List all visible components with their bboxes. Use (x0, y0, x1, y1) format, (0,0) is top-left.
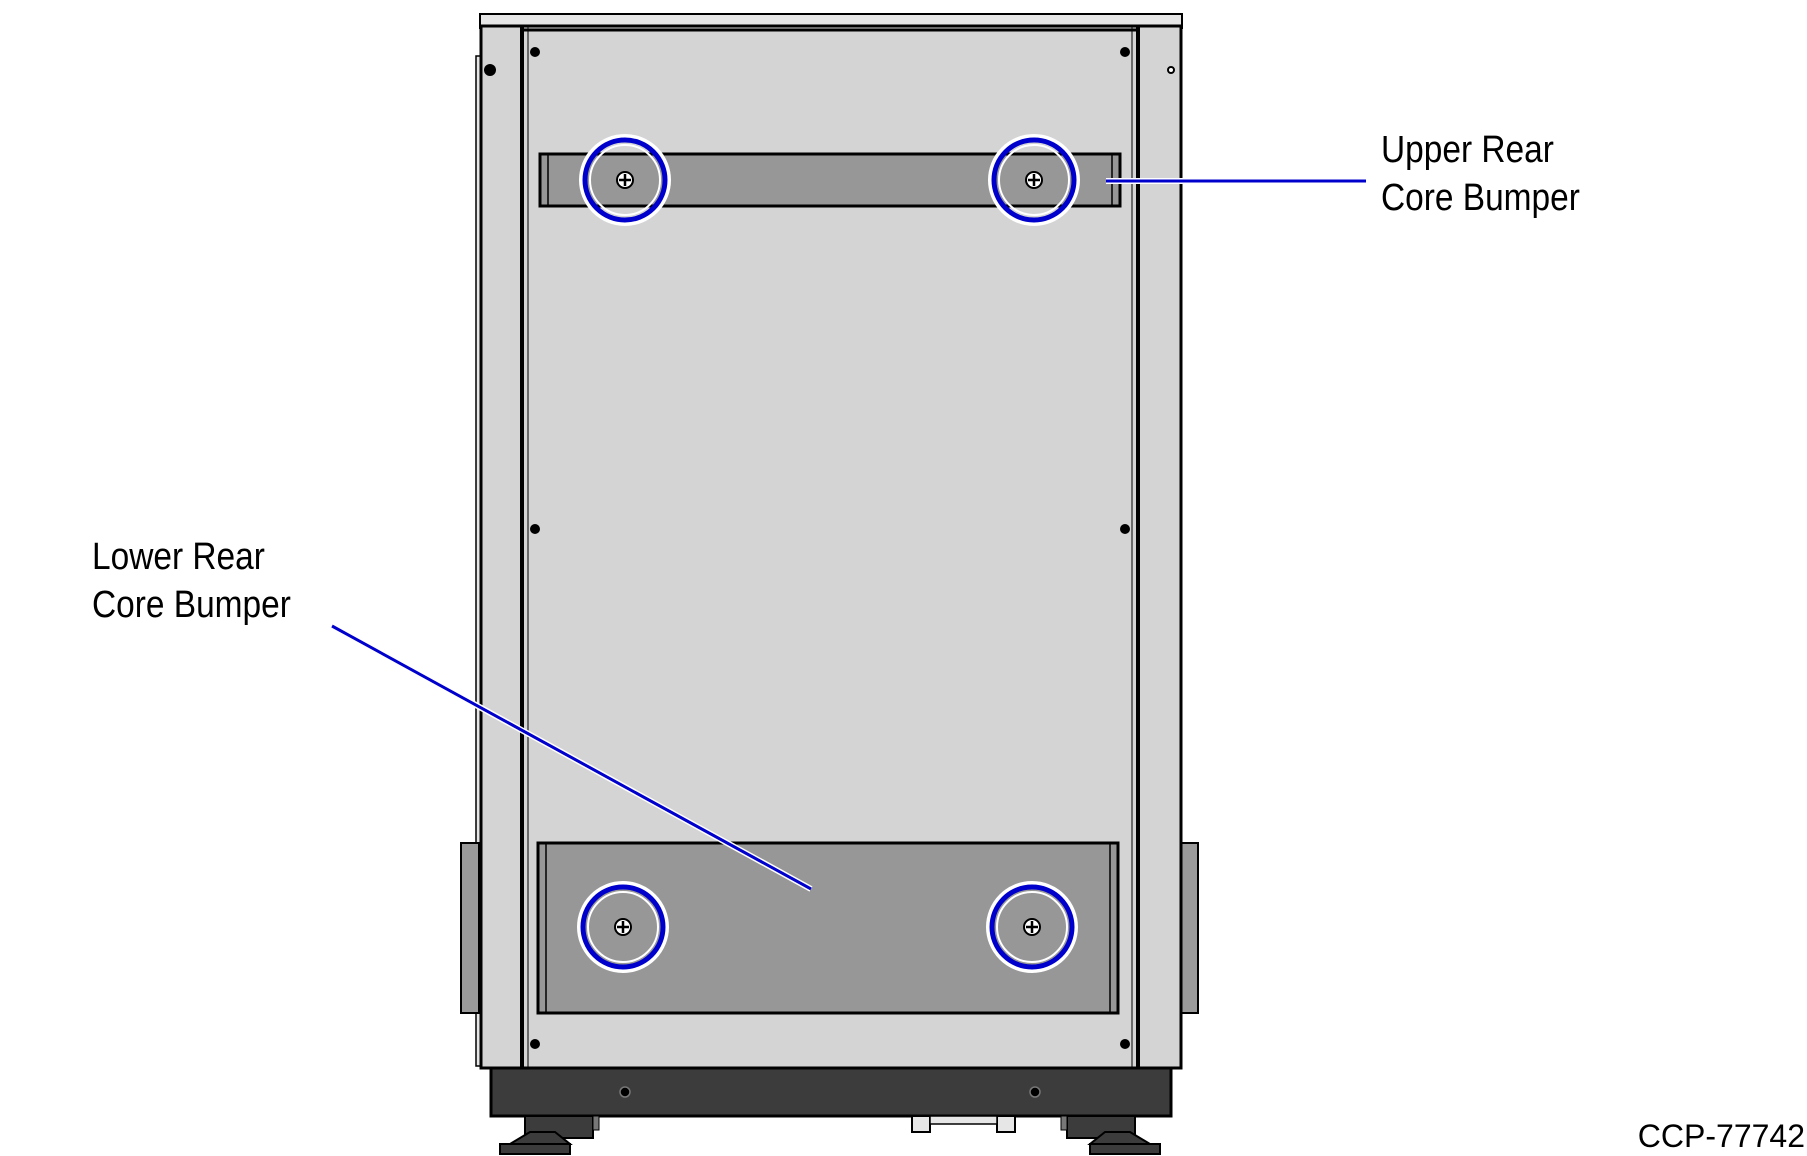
panel-screws (484, 47, 1175, 1049)
lower-rear-core-bumper-label: Lower Rear Core Bumper (92, 533, 291, 629)
highlighted-screws (577, 134, 1080, 973)
lower-label-line-2: Core Bumper (92, 584, 291, 626)
lower-bumper-leader-line (331, 624, 812, 891)
figure-id: CCP-77742 (1637, 1118, 1805, 1154)
lower-rear-core-bumper (536, 841, 1120, 1015)
highlight-circle-icon (579, 134, 671, 226)
upper-rear-core-bumper-label: Upper Rear Core Bumper (1381, 126, 1580, 222)
screw-icon (1167, 66, 1175, 74)
leveling-foot-right (1060, 1115, 1161, 1155)
screw-icon (530, 1039, 540, 1049)
screw-icon (484, 64, 496, 76)
upper-label-line-2: Core Bumper (1381, 177, 1580, 219)
center-caster (911, 1115, 1016, 1133)
upper-rear-core-bumper (538, 152, 1122, 208)
screw-icon (530, 524, 540, 534)
cabinet-base (489, 1066, 1173, 1118)
leveling-foot-left (499, 1115, 600, 1155)
highlight-circle-icon (986, 881, 1078, 973)
screw-icon (619, 1086, 631, 1098)
right-side-bracket (1179, 842, 1199, 1014)
upper-label-line-1: Upper Rear (1381, 129, 1554, 171)
screw-icon (1120, 47, 1130, 57)
screw-icon (1120, 1039, 1130, 1049)
screw-icon (530, 47, 540, 57)
highlight-circle-icon (577, 881, 669, 973)
lower-label-line-1: Lower Rear (92, 536, 265, 578)
left-side-bracket (460, 842, 480, 1014)
screw-icon (1029, 1086, 1041, 1098)
highlight-circle-icon (988, 134, 1080, 226)
screw-icon (1120, 524, 1130, 534)
